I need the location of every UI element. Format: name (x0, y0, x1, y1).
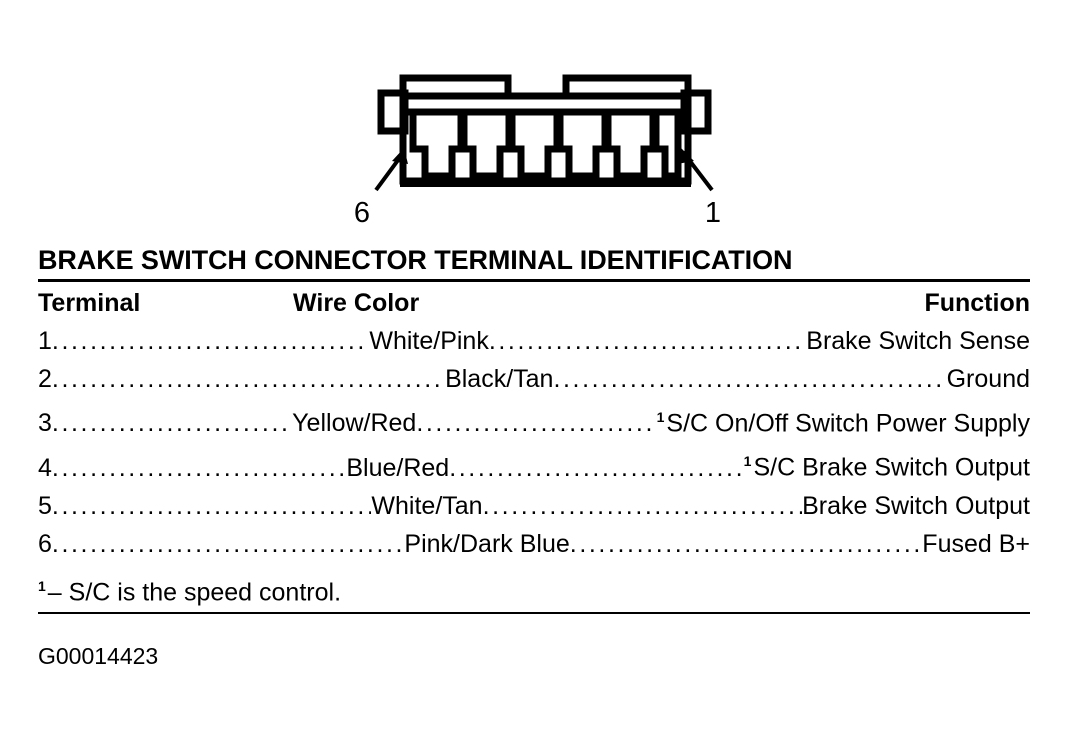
cell-function: 1S/C Brake Switch Output (744, 442, 1030, 486)
column-header-terminal: Terminal (38, 289, 141, 317)
connector-diagram: 6 1 (0, 0, 1066, 232)
callout-label-1: 1 (705, 197, 721, 229)
cell-wire-color: White/Pink (369, 327, 489, 355)
cavity-3 (553, 114, 612, 180)
cell-function: Fused B+ (922, 525, 1030, 563)
footnote-marker: 1 (38, 577, 46, 594)
callout-arrow-left (374, 148, 408, 192)
cell-terminal: 4 (38, 453, 52, 482)
table-row: 3 Yellow/Red 1S/C On/Off Switch Power Supp… (38, 398, 1030, 442)
table-body: 1 White/Pink Brake Switch Sense 2 Black/Tan G… (38, 322, 1030, 563)
cell-terminal: 5 (38, 491, 52, 520)
cell-function-text: Fused B+ (922, 529, 1030, 558)
table-header-row: Terminal Wire Color Function (38, 282, 1030, 322)
cell-wire-color: Black/Tan (445, 365, 554, 393)
cell-wire-color: Yellow/Red (292, 409, 417, 438)
table-row: 1 White/Pink Brake Switch Sense (38, 322, 1030, 360)
cell-terminal: 2 (38, 365, 52, 393)
dot-leader (52, 525, 405, 563)
shell-bottom-face (400, 178, 691, 187)
shell-top-rail (399, 92, 692, 116)
footnote-reference: 1 (743, 453, 752, 470)
dot-leader (52, 449, 346, 487)
table-row: 5 White/Tan Brake Switch Output (38, 487, 1030, 525)
footnote-reference: 1 (656, 409, 665, 425)
cell-terminal: 3 (38, 409, 52, 438)
table-row: 4 Blue/Red 1S/C Brake Switch Output (38, 442, 1030, 486)
cell-function: Brake Switch Output (802, 487, 1030, 525)
table-row: 2 Black/Tan Ground (38, 360, 1030, 398)
table-title: BRAKE SWITCH CONNECTOR TERMINAL IDENTIFI… (38, 245, 793, 275)
dot-leader (483, 487, 803, 525)
dot-leader (52, 487, 372, 525)
cell-terminal: 6 (38, 529, 52, 558)
dot-leader (416, 404, 656, 442)
dot-leader (52, 322, 369, 360)
rule-bottom (38, 611, 1030, 614)
column-header-function: Function (924, 289, 1030, 317)
dot-leader (570, 525, 923, 563)
callout-arrow-right (677, 148, 714, 192)
dot-leader (553, 360, 946, 398)
cavity-1 (649, 114, 682, 180)
cavity-6 (409, 114, 468, 180)
cell-function-text: Ground (946, 365, 1030, 393)
cell-terminal: 1 (38, 327, 52, 355)
cell-function-text: S/C On/Off Switch Power Supply (666, 409, 1030, 438)
rule-top (38, 279, 1030, 282)
callout-label-6: 6 (354, 197, 370, 229)
dot-leader (449, 449, 743, 487)
connector-drawing: 6 1 (354, 74, 721, 229)
cell-function: Brake Switch Sense (806, 322, 1030, 360)
dot-leader (52, 360, 445, 398)
cell-function: 1S/C On/Off Switch Power Supply (657, 398, 1030, 442)
cell-function-text: Brake Switch Sense (806, 327, 1030, 355)
cell-wire-color: Pink/Dark Blue (404, 529, 570, 558)
side-lug-right (680, 89, 712, 135)
terminal-identification-table: BRAKE SWITCH CONNECTOR TERMINAL IDENTIFI… (38, 243, 1030, 614)
column-header-wire-color: Wire Color (293, 289, 420, 317)
cell-wire-color: Blue/Red (346, 453, 450, 482)
cell-wire-color: White/Tan (371, 491, 483, 520)
dot-leader (489, 322, 806, 360)
dot-leader (52, 404, 292, 442)
table-row: 6 Pink/Dark Blue Fused B+ (38, 525, 1030, 563)
cell-function-text: S/C Brake Switch Output (753, 453, 1030, 482)
cavity-2 (601, 114, 660, 180)
cavity-4 (505, 114, 564, 180)
cavity-5 (457, 114, 516, 180)
table-footnote: 1– S/C is the speed control. (38, 563, 1030, 612)
footnote-text: – S/C is the speed control. (47, 577, 342, 606)
cell-function: Ground (947, 360, 1030, 398)
figure-id-code: G00014423 (38, 643, 159, 669)
cell-function-text: Brake Switch Output (802, 491, 1030, 520)
